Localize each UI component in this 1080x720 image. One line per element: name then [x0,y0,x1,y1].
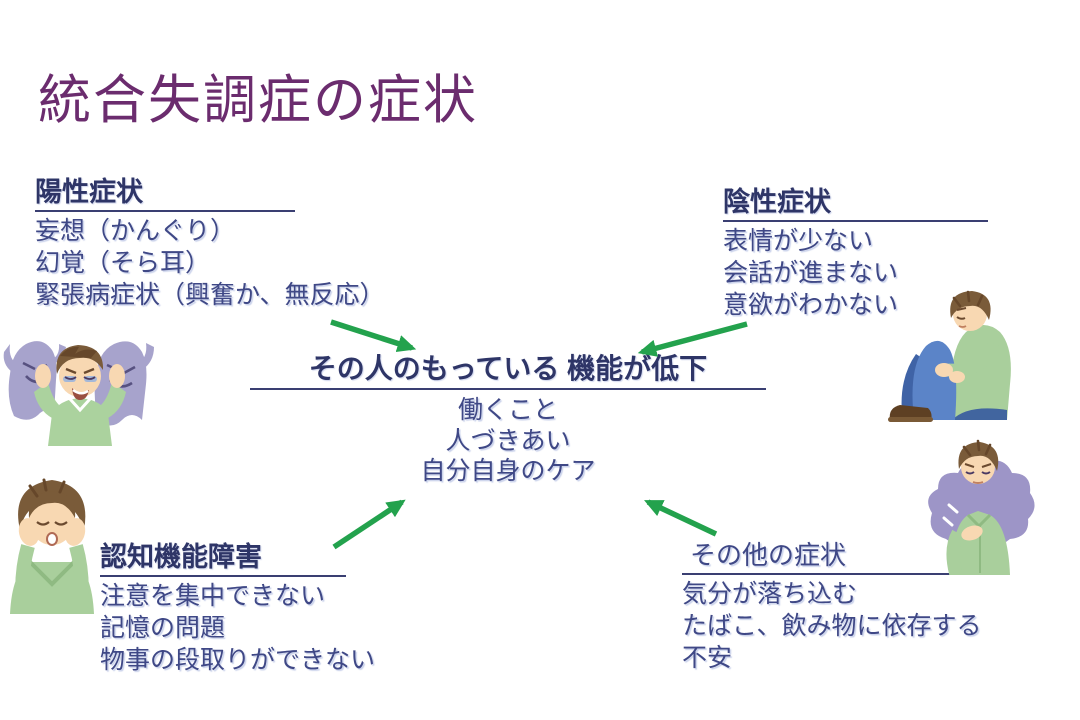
list-item: 働くこと [457,397,558,424]
anxious-man-illustration [928,439,1035,575]
list-item: たばこ、飲み物に依存する [682,613,982,640]
list-item: 注意を集中できない [100,583,326,610]
list-item: 物事の段取りができない [100,647,376,674]
cognitive-list: 注意を集中できない 記憶の問題 物事の段取りができない [100,581,375,677]
center-heading: その人のもっている 機能が低下 [308,353,708,384]
cognitive-heading: 認知機能障害 [100,542,262,572]
list-item: 自分自身のケア [420,458,596,485]
other-heading: その他の症状 [690,541,847,570]
list-item: 記憶の問題 [100,615,226,642]
negative-list: 表情が少ない 会話が進まない 意欲がわかない [723,226,988,322]
arrow-other-to-center [644,499,718,537]
section-cognitive-dysfunction: 認知機能障害 注意を集中できない 記憶の問題 物事の段取りができない [100,542,375,677]
heading-underline [682,573,963,575]
arrow-negative-to-center [637,321,748,357]
section-center-function-decline: その人のもっている 機能が低下 働くこと 人づきあい 自分自身のケア [250,352,766,488]
list-item: 緊張病症状（興奮か、無反応） [35,282,385,309]
arrow-cognitive-to-center [332,499,406,550]
list-item: 幻覚（そら耳） [35,250,211,277]
section-negative-symptoms: 陰性症状 表情が少ない 会話が進まない 意欲がわかない [723,187,988,322]
heading-underline [100,575,346,577]
list-item: 意欲がわかない [723,292,899,319]
withdrawn-man-illustration [888,290,1011,422]
heading-underline [35,210,295,212]
list-item: 表情が少ない [723,228,874,255]
positive-heading: 陽性症状 [35,177,143,207]
heading-underline [723,220,988,222]
worried-man-illustration [10,478,94,614]
list-item: 妄想（かんぐり） [35,218,236,245]
section-positive-symptoms: 陽性症状 妄想（かんぐり） 幻覚（そら耳） 緊張病症状（興奮か、無反応） [35,177,385,312]
other-list: 気分が落ち込む たばこ、飲み物に依存する 不安 [682,579,982,675]
list-item: 会話が進まない [723,260,899,287]
section-other-symptoms: その他の症状 気分が落ち込む たばこ、飲み物に依存する 不安 [682,540,982,675]
list-item: 不安 [682,645,733,672]
page-title: 統合失調症の症状 [38,72,478,130]
hallucination-ghosts-illustration [3,341,154,446]
arrow-positive-to-center [330,319,417,353]
negative-heading: 陰性症状 [723,187,831,217]
center-list: 働くこと 人づきあい 自分自身のケア [250,396,766,488]
positive-list: 妄想（かんぐり） 幻覚（そら耳） 緊張病症状（興奮か、無反応） [35,216,385,312]
list-item: 気分が落ち込む [682,581,858,608]
heading-underline [250,388,766,390]
list-item: 人づきあい [445,427,571,455]
